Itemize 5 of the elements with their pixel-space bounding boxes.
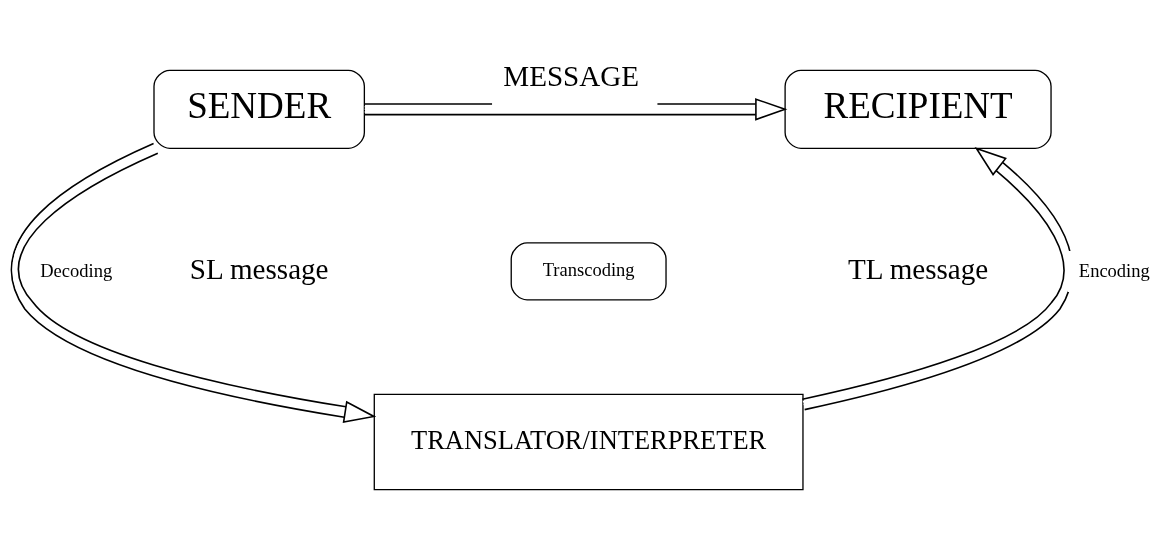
edge-label: Decoding <box>40 259 113 281</box>
edge-label: MESSAGE <box>503 59 640 92</box>
label: SL message <box>189 252 329 285</box>
label: TL message <box>847 252 989 285</box>
edge-label: Encoding <box>1078 259 1150 281</box>
